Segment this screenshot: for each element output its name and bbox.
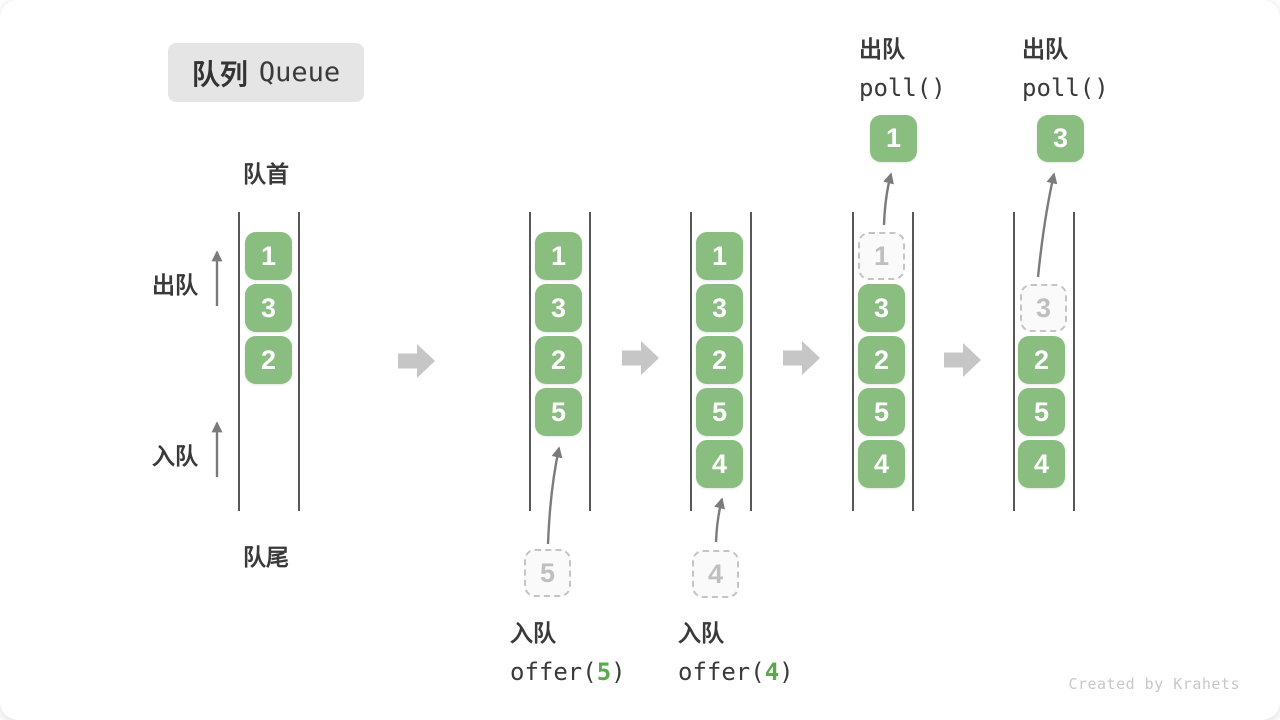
offer-code-prefix: offer( (510, 658, 597, 686)
queue-cell: 4 (696, 440, 743, 488)
poll-op-zh-2: 出队 (1022, 36, 1068, 62)
label-queue-rear: 队尾 (243, 544, 289, 570)
transition-arrow-icon (622, 341, 659, 375)
poll-op-label-2: 出队 poll() (1022, 30, 1109, 102)
queue-wall (1013, 212, 1015, 511)
removed-cell: 1 (858, 232, 905, 280)
queue-cell: 3 (696, 284, 743, 332)
queue-wall (589, 212, 591, 511)
label-dequeue: 出队 (152, 272, 198, 298)
dequeued-cell: 3 (1037, 115, 1084, 162)
queue-cell: 5 (858, 388, 905, 436)
queue-wall (529, 212, 531, 511)
transition-arrow-icon (783, 341, 820, 375)
queue-wall (750, 212, 752, 511)
offer-code-arg: 4 (764, 658, 780, 686)
title-box: 队列 Queue (168, 43, 364, 102)
queue-wall (852, 212, 854, 511)
offer-op-zh-1: 入队 (510, 620, 556, 646)
offer-5-arrow (546, 446, 563, 545)
transition-arrow-icon (398, 344, 435, 378)
poll-op-zh-1: 出队 (859, 36, 905, 62)
queue-cell: 5 (1018, 388, 1065, 436)
poll-op-code-1: poll() (859, 74, 946, 102)
queue-cell: 3 (245, 284, 292, 332)
queue-cell: 1 (535, 232, 582, 280)
queue-wall (1073, 212, 1075, 511)
queue-cell: 2 (858, 336, 905, 384)
title-zh: 队列 (191, 58, 248, 90)
offer-op-zh-2: 入队 (678, 620, 724, 646)
pending-cell: 4 (692, 550, 739, 598)
queue-wall (298, 212, 300, 511)
offer-op-code-2: offer(4) (678, 658, 794, 686)
poll-op-code-2: poll() (1022, 74, 1109, 102)
offer-op-code-1: offer(5) (510, 658, 626, 686)
label-enqueue: 入队 (152, 443, 198, 469)
offer-code-suffix: ) (779, 658, 794, 686)
pending-cell: 5 (524, 549, 571, 597)
poll-1-arrow (882, 172, 894, 226)
queue-cell: 4 (1018, 440, 1065, 488)
queue-cell: 1 (696, 232, 743, 280)
offer-op-label-1: 入队 offer(5) (510, 614, 626, 686)
label-queue-front: 队首 (243, 161, 289, 187)
queue-cell: 5 (696, 388, 743, 436)
queue-cell: 1 (245, 232, 292, 280)
poll-3-arrow (1036, 172, 1058, 278)
queue-cell: 3 (858, 284, 905, 332)
queue-cell: 4 (858, 440, 905, 488)
queue-cell: 2 (535, 336, 582, 384)
queue-cell: 3 (535, 284, 582, 332)
queue-cell: 5 (535, 388, 582, 436)
queue-wall (238, 212, 240, 511)
queue-cell: 2 (1018, 336, 1065, 384)
queue-cell: 2 (245, 336, 292, 384)
offer-4-arrow (714, 497, 725, 543)
offer-code-prefix: offer( (678, 658, 765, 686)
queue-wall (912, 212, 914, 511)
queue-wall (690, 212, 692, 511)
removed-cell: 3 (1020, 284, 1067, 332)
watermark: Created by Krahets (1068, 675, 1240, 693)
title-en: Queue (258, 57, 341, 88)
offer-code-suffix: ) (611, 658, 626, 686)
queue-cell: 2 (696, 336, 743, 384)
transition-arrow-icon (944, 343, 981, 377)
dequeued-cell: 1 (870, 115, 917, 162)
offer-code-arg: 5 (596, 658, 612, 686)
offer-op-label-2: 入队 offer(4) (678, 614, 794, 686)
poll-op-label-1: 出队 poll() (859, 30, 946, 102)
